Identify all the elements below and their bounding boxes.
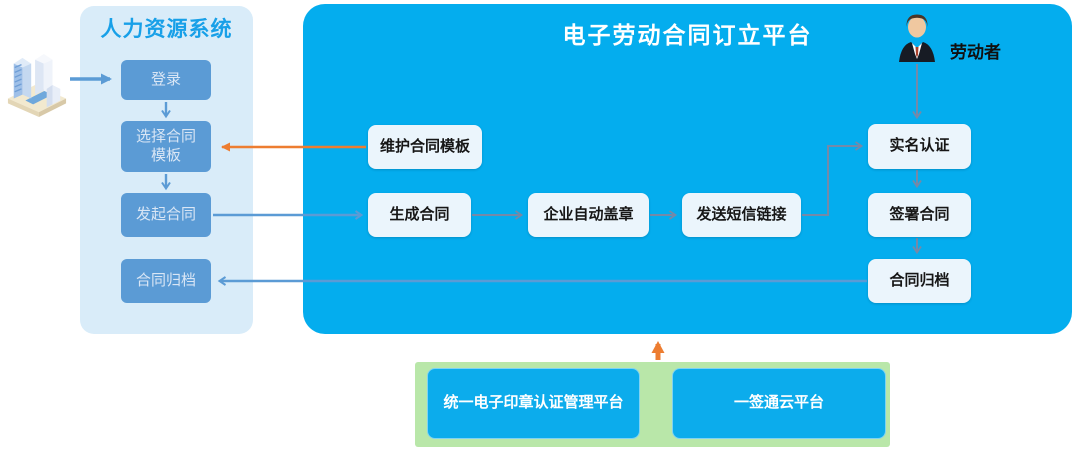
node-maintain-template: 维护合同模板 [368,125,482,169]
node-platform-archive-label: 合同归档 [889,271,950,289]
node-login: 登录 [121,60,211,100]
node-send-sms-link-label: 发送短信链接 [696,205,787,223]
worker-label: 劳动者 [950,43,1001,62]
node-yiqiantong-cloud: 一签通云平台 [672,368,886,439]
node-auto-seal: 企业自动盖章 [528,193,649,237]
node-send-sms-link: 发送短信链接 [682,193,801,237]
node-hr-archive: 合同归档 [121,259,211,303]
node-select-template-label: 选择合同模板 [135,127,196,164]
worker-avatar-icon [893,12,941,62]
hr-system-title: 人力资源系统 [100,18,233,41]
node-unified-eseal-platform-label: 统一电子印章认证管理平台 [443,394,624,412]
building-icon [6,50,68,118]
node-generate-contract: 生成合同 [368,193,471,237]
node-sign-contract: 签署合同 [868,193,971,237]
node-initiate-contract: 发起合同 [121,193,211,237]
node-select-template: 选择合同模板 [121,121,211,172]
node-auto-seal-label: 企业自动盖章 [543,205,634,223]
node-maintain-template-label: 维护合同模板 [379,137,470,155]
node-real-name-auth-label: 实名认证 [889,137,950,155]
node-hr-archive-label: 合同归档 [135,271,196,289]
node-real-name-auth: 实名认证 [868,124,971,169]
node-platform-archive: 合同归档 [868,259,971,303]
node-unified-eseal-platform: 统一电子印章认证管理平台 [427,368,640,439]
node-login-label: 登录 [150,70,181,88]
platform-title: 电子劳动合同订立平台 [562,22,813,48]
node-yiqiantong-cloud-label: 一签通云平台 [733,394,824,412]
node-sign-contract-label: 签署合同 [889,205,950,223]
node-initiate-contract-label: 发起合同 [135,205,196,223]
node-generate-contract-label: 生成合同 [389,205,450,223]
